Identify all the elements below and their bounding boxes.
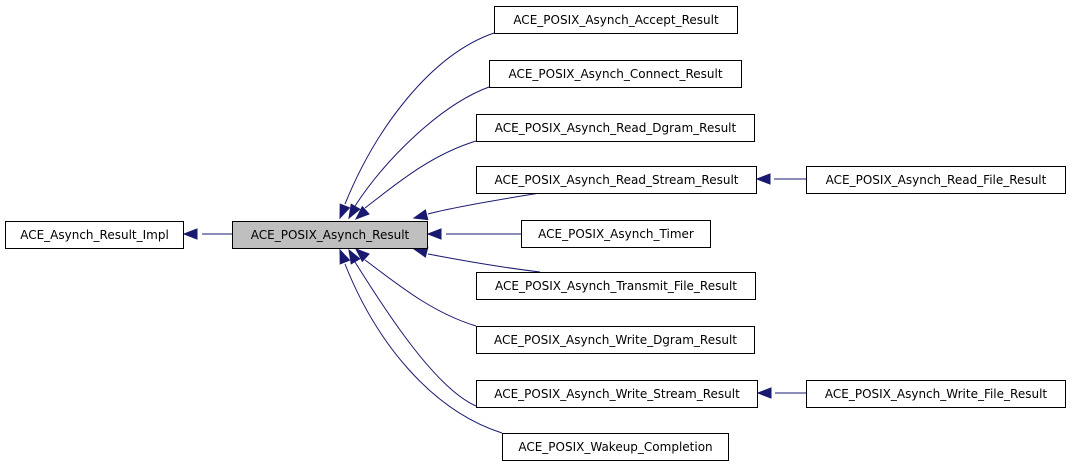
class-node-write-stream[interactable]: ACE_POSIX_Asynch_Write_Stream_Result [476, 380, 758, 408]
inheritance-arrow-icon [756, 387, 772, 399]
class-box [521, 220, 711, 248]
class-box [476, 114, 755, 142]
class-label: ACE_POSIX_Asynch_Connect_Result [508, 67, 722, 81]
edge-result-to-impl [182, 228, 232, 240]
edge-line [354, 86, 490, 207]
inheritance-arrow-icon [339, 248, 351, 265]
class-label: ACE_POSIX_Asynch_Accept_Result [513, 13, 719, 27]
class-label: ACE_POSIX_Asynch_Write_Dgram_Result [494, 333, 737, 347]
edge-read_stream-to-result [412, 192, 541, 221]
edge-write_stream-to-result [348, 248, 477, 407]
inheritance-arrow-icon [354, 248, 370, 263]
class-box [476, 272, 756, 300]
edge-layer [182, 32, 806, 434]
class-node-read-file[interactable]: ACE_POSIX_Asynch_Read_File_Result [806, 166, 1066, 194]
edge-write_file-to-write_stream [756, 387, 806, 399]
inheritance-arrow-icon [348, 203, 361, 220]
inheritance-arrow-icon [339, 203, 351, 220]
edge-line [427, 253, 541, 273]
class-node-write-file[interactable]: ACE_POSIX_Asynch_Write_File_Result [806, 380, 1066, 408]
edge-write_dgram-to-result [354, 248, 477, 327]
class-label: ACE_Asynch_Result_Impl [20, 228, 169, 242]
class-label: ACE_POSIX_Asynch_Read_File_Result [826, 173, 1047, 187]
class-node-write-dgram[interactable]: ACE_POSIX_Asynch_Write_Dgram_Result [476, 326, 755, 354]
class-box [806, 380, 1066, 408]
class-label: ACE_POSIX_Asynch_Write_File_Result [825, 387, 1048, 401]
class-box [476, 380, 758, 408]
class-box [494, 6, 738, 34]
inheritance-arrow-icon [354, 205, 370, 220]
inheritance-arrow-icon [426, 228, 442, 240]
class-label: ACE_POSIX_Asynch_Read_Dgram_Result [495, 121, 737, 135]
inheritance-arrow-icon [412, 209, 429, 221]
class-node-accept[interactable]: ACE_POSIX_Asynch_Accept_Result [494, 6, 738, 34]
class-label: ACE_POSIX_Asynch_Timer [538, 227, 694, 241]
class-node-read-stream[interactable]: ACE_POSIX_Asynch_Read_Stream_Result [476, 166, 757, 194]
class-box [5, 221, 184, 249]
inheritance-arrow-icon [348, 248, 361, 265]
class-box [806, 166, 1066, 194]
node-layer: ACE_Asynch_Result_Impl ACE_POSIX_Asynch_R… [5, 6, 1066, 461]
edge-connect-to-result [348, 86, 490, 220]
class-node-transmit[interactable]: ACE_POSIX_Asynch_Transmit_File_Result [476, 272, 756, 300]
class-box [489, 60, 742, 88]
edge-read_file-to-read_stream [755, 173, 806, 185]
edge-line [364, 259, 477, 327]
edge-accept-to-result [339, 32, 495, 220]
class-box [232, 221, 428, 249]
inheritance-arrow-icon [182, 228, 198, 240]
edge-line [344, 32, 495, 205]
class-node-impl[interactable]: ACE_Asynch_Result_Impl [5, 221, 184, 249]
edge-line [354, 261, 477, 407]
class-label: ACE_POSIX_Asynch_Read_Stream_Result [494, 173, 738, 187]
class-node-timer[interactable]: ACE_POSIX_Asynch_Timer [521, 220, 711, 248]
class-label: ACE_POSIX_Asynch_Write_Stream_Result [494, 387, 740, 401]
class-node-connect[interactable]: ACE_POSIX_Asynch_Connect_Result [489, 60, 742, 88]
edge-timer-to-result [426, 228, 521, 240]
class-node-result[interactable]: ACE_POSIX_Asynch_Result [232, 221, 428, 249]
class-box [476, 326, 755, 354]
edge-line [427, 192, 541, 215]
edge-read_dgram-to-result [354, 140, 477, 220]
inheritance-arrow-icon [755, 173, 771, 185]
class-label: ACE_POSIX_Asynch_Transmit_File_Result [495, 279, 737, 293]
edge-line [364, 140, 477, 209]
class-box [476, 166, 757, 194]
class-node-wakeup[interactable]: ACE_POSIX_Wakeup_Completion [502, 433, 729, 461]
class-label: ACE_POSIX_Asynch_Result [251, 228, 410, 242]
class-box [502, 433, 729, 461]
edge-wakeup-to-result [339, 248, 503, 434]
edge-line [344, 263, 503, 434]
class-label: ACE_POSIX_Wakeup_Completion [518, 440, 712, 454]
edge-transmit-to-result [412, 246, 541, 273]
class-node-read-dgram[interactable]: ACE_POSIX_Asynch_Read_Dgram_Result [476, 114, 755, 142]
